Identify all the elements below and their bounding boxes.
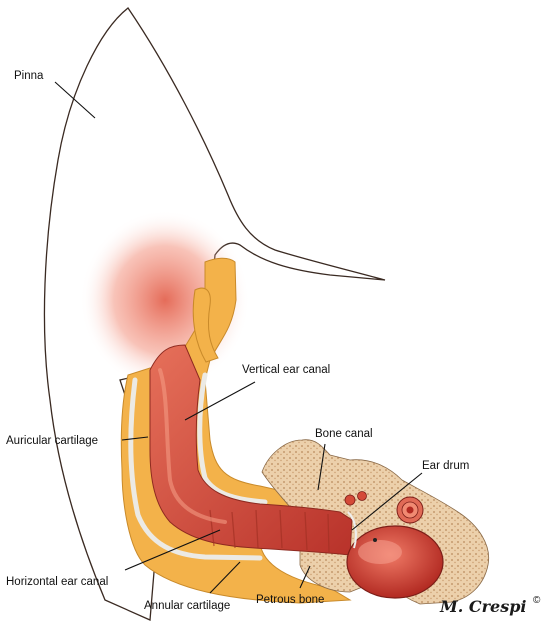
canal-ridges bbox=[209, 509, 330, 553]
label-vertical-ear-canal: Vertical ear canal bbox=[242, 364, 330, 376]
middle-ear-dot bbox=[373, 538, 377, 542]
label-bone-canal: Bone canal bbox=[315, 428, 373, 440]
label-auricular-cartilage: Auricular cartilage bbox=[6, 435, 98, 447]
leader-lines bbox=[54, 81, 423, 594]
leader-pinna bbox=[54, 81, 96, 119]
ear-drum-membrane bbox=[347, 511, 357, 549]
leader-auricular-cartilage bbox=[121, 436, 149, 441]
leader-bone-canal bbox=[317, 443, 326, 491]
leader-annular-cartilage bbox=[209, 561, 241, 594]
leader-vertical-ear-canal bbox=[184, 381, 256, 421]
label-petrous-bone: Petrous bone bbox=[256, 594, 324, 606]
label-pinna: Pinna bbox=[14, 70, 44, 82]
bulla-highlight bbox=[358, 540, 402, 564]
leader-petrous-bone bbox=[299, 565, 311, 589]
label-annular-cartilage: Annular cartilage bbox=[144, 600, 230, 612]
cartilage-flap bbox=[192, 287, 219, 363]
artist-signature: M. Crespi bbox=[439, 597, 526, 616]
canal-highlight bbox=[158, 368, 227, 524]
cochlea-inner bbox=[406, 506, 414, 514]
copyright-symbol: © bbox=[533, 595, 541, 606]
ear-canal-shape bbox=[149, 344, 353, 556]
leader-horizontal-ear-canal bbox=[124, 529, 221, 571]
middle-ear-bulla bbox=[346, 525, 444, 599]
leader-ear-drum bbox=[351, 472, 423, 531]
cartilage-line-right bbox=[197, 372, 268, 505]
label-horizontal-ear-canal: Horizontal ear canal bbox=[6, 576, 108, 588]
cartilage-line-left bbox=[128, 377, 263, 561]
ossicle-1 bbox=[344, 494, 356, 506]
label-ear-drum: Ear drum bbox=[422, 460, 469, 472]
ossicle-2 bbox=[357, 491, 367, 501]
